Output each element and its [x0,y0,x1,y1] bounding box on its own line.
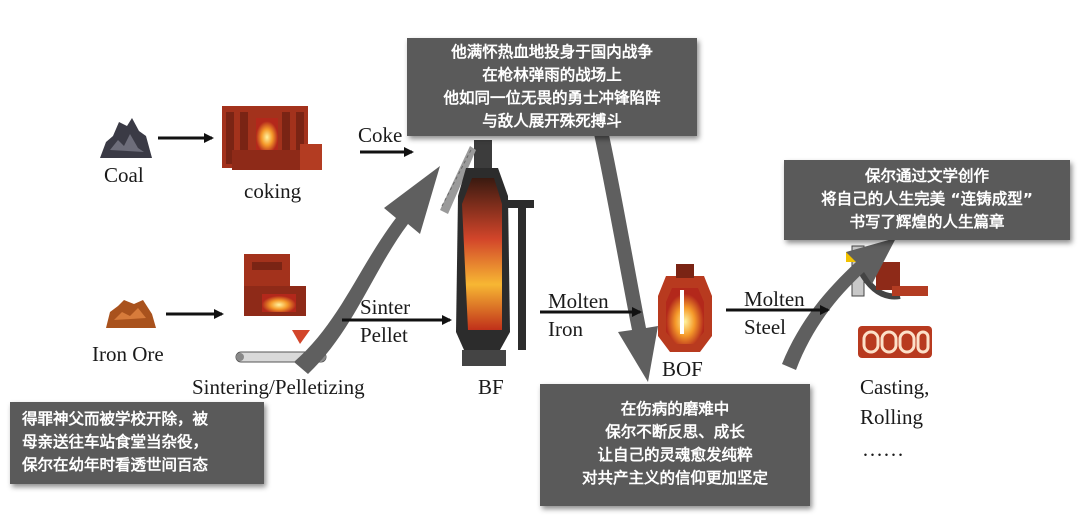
rolling-mill-icon [858,326,932,358]
label-molten-iron-1: Molten [548,289,609,313]
label-molten-steel-2: Steel [744,315,786,339]
gray-arrow-war-to-illness [594,130,658,382]
label-coking: coking [244,179,302,203]
note-illness-line-4: 对共产主义的信仰更加坚定 [581,469,768,487]
note-box-war: 他满怀热血地投身于国内战争 在枪林弹雨的战场上 他如同一位无畏的勇士冲锋陷阵 与… [407,38,697,136]
coke-oven-icon [222,106,322,170]
note-war-line-1: 他满怀热血地投身于国内战争 [451,43,653,61]
note-box-childhood: 得罪神父而被学校开除，被 母亲送往车站食堂当杂役， 保尔在幼年时看透世间百态 [10,402,264,484]
label-bf: BF [478,375,504,399]
label-sintering: Sintering/Pelletizing [192,375,365,399]
label-rolling: Rolling [860,405,924,429]
note-war-line-2: 在枪林弹雨的战场上 [482,66,622,84]
label-molten-iron-2: Iron [548,317,583,341]
gray-arrow-sintering-to-war [294,166,440,374]
note-box-illness: 在伤病的磨难中 保尔不断反思、成长 让自己的灵魂愈发纯粹 对共产主义的信仰更加坚… [540,384,810,506]
bof-converter-icon [658,264,712,352]
label-bof: BOF [662,357,703,381]
note-war-line-3: 他如同一位无畏的勇士冲锋陷阵 [443,89,661,107]
label-iron-ore: Iron Ore [92,342,164,366]
label-ellipsis: …… [862,437,904,461]
label-sinter: Sinter [360,295,411,319]
note-box-literature: 保尔通过文学创作 将自己的人生完美 “连铸成型” 书写了辉煌的人生篇章 [784,160,1070,240]
note-illness-line-2: 保尔不断反思、成长 [605,423,745,441]
label-pellet: Pellet [360,323,408,347]
gray-arrow-illness-to-literature [782,238,896,370]
note-illness-line-3: 让自己的灵魂愈发纯粹 [597,446,753,464]
note-literature-line-3: 书写了辉煌的人生篇章 [849,213,1005,231]
note-childhood-line-2: 母亲送往车站食堂当杂役， [22,433,209,451]
note-childhood-line-1: 得罪神父而被学校开除，被 [22,410,209,428]
label-casting: Casting, [860,375,930,399]
note-childhood-line-3: 保尔在幼年时看透世间百态 [22,456,209,474]
note-war-line-4: 与敌人展开殊死搏斗 [482,112,622,130]
note-literature-line-2: 将自己的人生完美 “连铸成型” [821,190,1033,208]
note-literature-line-1: 保尔通过文学创作 [864,167,989,185]
note-illness-line-1: 在伤病的磨难中 [620,400,730,418]
coal-pile-icon [100,118,152,158]
blast-furnace-icon [440,140,534,366]
label-coke: Coke [358,123,403,147]
label-coal: Coal [104,163,144,187]
label-molten-steel-1: Molten [744,287,805,311]
iron-ore-icon [106,300,156,328]
